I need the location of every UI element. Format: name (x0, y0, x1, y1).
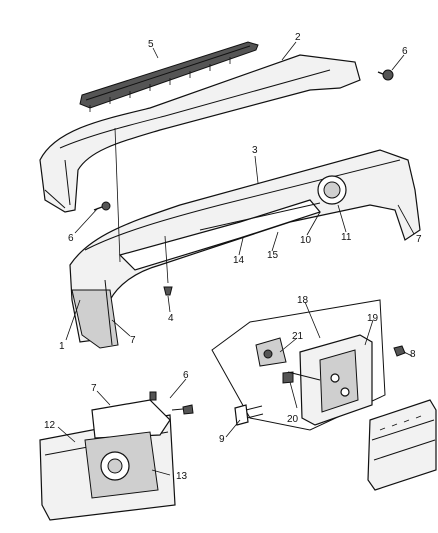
callout-7-right: 7 (416, 234, 422, 245)
callout-9: 9 (219, 434, 225, 445)
callout-6-upper: 6 (402, 46, 408, 57)
callout-11: 11 (341, 232, 352, 243)
callout-4: 4 (168, 313, 174, 324)
upper-bumper-cover-part-2 (39, 54, 361, 213)
callout-7-lower: 7 (91, 383, 97, 394)
callout-18: 18 (297, 295, 309, 306)
lower-left-detail (39, 391, 194, 521)
callout-12: 12 (44, 420, 56, 431)
fastener-part-8 (393, 345, 406, 357)
callout-5: 5 (148, 39, 154, 50)
callout-6-lower: 6 (183, 370, 189, 381)
bolt-part-9 (234, 404, 264, 426)
frame-rail-right (367, 399, 437, 491)
callout-15: 15 (267, 250, 279, 261)
callout-13: 13 (176, 471, 188, 482)
fastener-part-6-left (93, 201, 111, 211)
top-strip-part-5 (79, 41, 259, 112)
callout-20: 20 (287, 414, 299, 425)
fastener-part-6-upper (377, 69, 394, 81)
callout-labels: 5 2 6 6 3 7 10 11 14 15 4 1 7 18 21 19 8… (44, 32, 422, 482)
callout-1: 1 (59, 341, 65, 352)
callout-21: 21 (292, 331, 304, 342)
callout-7-left: 7 (130, 335, 136, 346)
fastener-part-4 (163, 286, 173, 296)
callout-6-left: 6 (68, 233, 74, 244)
bracket-detail-box-18 (211, 299, 386, 431)
callout-14: 14 (233, 255, 245, 266)
callout-3: 3 (252, 145, 258, 156)
leader-lines (57, 41, 415, 476)
callout-19: 19 (367, 313, 379, 324)
callout-2: 2 (295, 32, 301, 43)
callout-10: 10 (300, 235, 312, 246)
callout-8: 8 (410, 349, 416, 360)
